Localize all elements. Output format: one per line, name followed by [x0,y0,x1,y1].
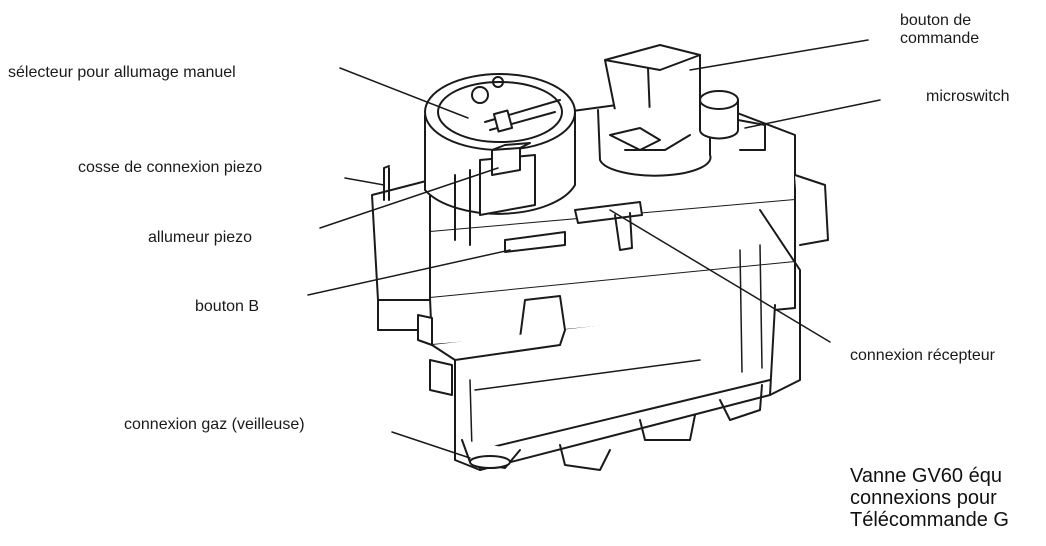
leader-allumeur [319,167,499,229]
label-gaz: connexion gaz (veilleuse) [124,416,305,433]
label-allumeur: allumeur piezo [148,229,253,246]
label-bouton-b: bouton B [195,298,260,315]
leader-commande [689,39,869,71]
leader-microswitch [744,99,881,129]
leader-cosse [344,177,385,186]
leader-recepteur [609,209,831,343]
label-recepteur: connexion récepteur [850,347,995,364]
caption-line3: Télécommande G [850,509,1009,531]
label-bouton-commande-line2: commande [900,30,980,47]
piezo-pin [383,165,390,201]
label-bouton-commande: bouton de commande [900,12,979,48]
label-bouton-commande-line1: bouton de [900,12,972,29]
control-knob [597,44,712,177]
left-block [371,179,436,301]
leader-bouton-b [307,249,511,296]
leader-lines [307,39,881,459]
leader-selecteur [339,67,469,119]
caption-line2: connexions pour [850,487,997,509]
figure-caption: Vanne GV60 équ connexions pour Télécomma… [850,465,1046,531]
selector-dial [424,73,576,215]
label-selecteur: sélecteur pour allumage manuel [8,64,236,81]
right-block [794,174,829,246]
microswitch-part [699,90,766,151]
label-microswitch: microswitch [926,88,1010,105]
label-cosse: cosse de connexion piezo [78,159,263,176]
leader-gaz [391,431,471,459]
caption-line1: Vanne GV60 équ [850,465,1002,487]
